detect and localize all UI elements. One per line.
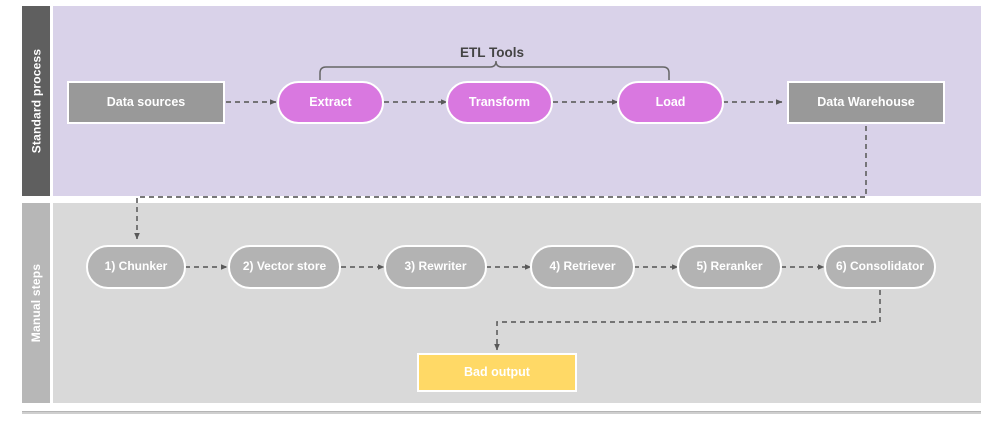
node-bad-output[interactable]: Bad output — [417, 353, 577, 392]
node-retriever[interactable]: 4) Retriever — [530, 245, 635, 289]
bottom-divider — [22, 411, 981, 414]
lane-manual-steps-label: Manual steps — [29, 263, 44, 343]
node-vector-store[interactable]: 2) Vector store — [228, 245, 341, 289]
node-data-warehouse[interactable]: Data Warehouse — [787, 81, 945, 124]
node-extract[interactable]: Extract — [277, 81, 384, 124]
lane-standard-process-label: Standard process — [29, 48, 44, 154]
lane-manual-steps-header: Manual steps — [22, 203, 50, 403]
node-rewriter[interactable]: 3) Rewriter — [384, 245, 487, 289]
node-reranker[interactable]: 5) Reranker — [677, 245, 782, 289]
node-consolidator[interactable]: 6) Consolidator — [824, 245, 936, 289]
node-chunker[interactable]: 1) Chunker — [86, 245, 186, 289]
node-load[interactable]: Load — [617, 81, 724, 124]
node-data-sources[interactable]: Data sources — [67, 81, 225, 124]
node-transform[interactable]: Transform — [446, 81, 553, 124]
etl-tools-label: ETL Tools — [460, 45, 524, 60]
lane-standard-process-header: Standard process — [22, 6, 50, 196]
